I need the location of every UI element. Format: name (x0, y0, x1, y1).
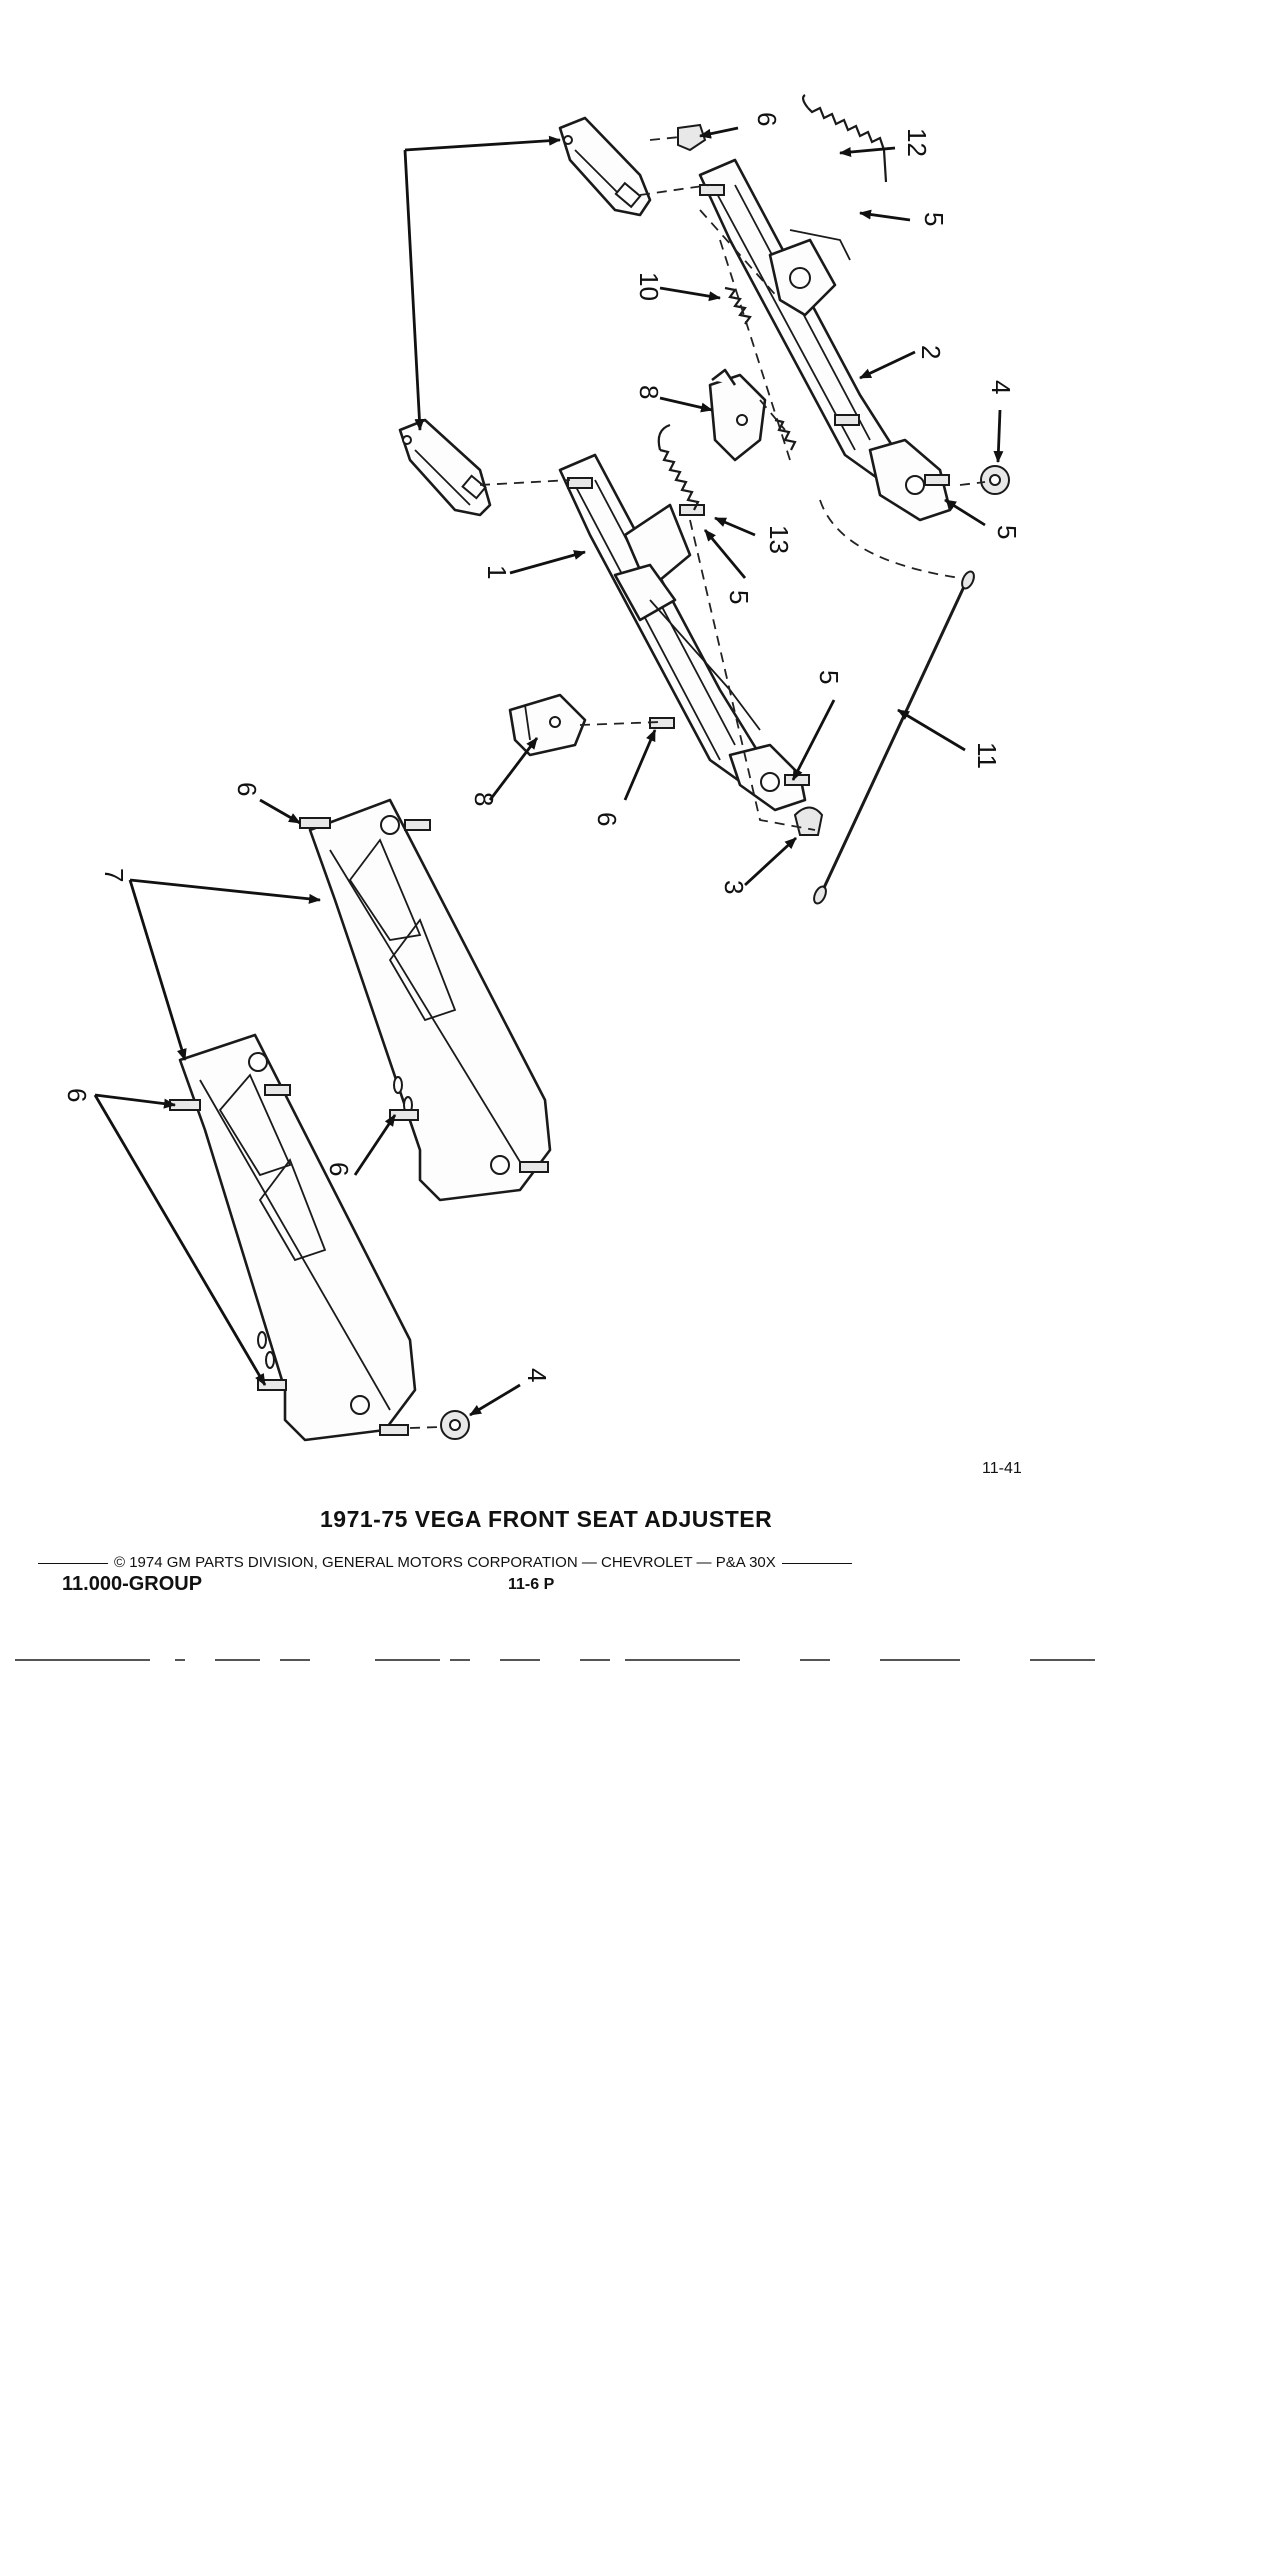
right-rule (781, 1562, 852, 1564)
latch-bracket-8-left (508, 693, 587, 757)
group-label: 11.000-GROUP (62, 1573, 203, 1595)
callout-1: 1 (482, 565, 512, 579)
exploded-parts-diagram: 6 12 5 10 2 4 8 5 13 1 5 11 5 8 6 3 6 7 … (62, 94, 1022, 1442)
outer-seat-adjuster-2 (698, 158, 952, 522)
callout-labels: 6 12 5 10 2 4 8 5 13 1 5 11 5 8 6 3 6 7 … (62, 112, 1022, 1382)
spring-13 (657, 423, 700, 511)
callout-5-mid: 5 (724, 590, 754, 604)
nut-4-lower (440, 1410, 470, 1440)
latch-bracket-8-right (708, 368, 767, 462)
leader-lines (93, 126, 1004, 1417)
scan-edge-rule (15, 1659, 1095, 1661)
callout-3: 3 (719, 880, 749, 894)
spring-right-small (774, 418, 797, 451)
callout-13: 13 (764, 525, 794, 554)
spring-10 (724, 286, 752, 325)
copyright-text: © 1974 GM PARTS DIVISION, GENERAL MOTORS… (114, 1554, 776, 1571)
figure-number: 11-41 (982, 1460, 1022, 1477)
callout-5-right: 5 (992, 525, 1022, 539)
seat-rail-lower-7 (178, 1033, 417, 1442)
knob-3 (793, 806, 824, 836)
callout-6-mid: 6 (592, 812, 622, 826)
page-reference: 11-6 P (508, 1576, 555, 1593)
callout-4-bottom: 4 (522, 1368, 552, 1382)
callout-12: 12 (902, 128, 932, 157)
callout-6-left: 6 (62, 1088, 92, 1102)
left-rule (38, 1562, 108, 1564)
callout-8-left: 8 (469, 792, 499, 806)
callout-4-top: 4 (986, 380, 1016, 394)
callout-6-rail: 6 (232, 782, 262, 796)
release-cable-11 (813, 570, 975, 905)
callout-6-rail-lower: 6 (324, 1162, 354, 1176)
lower-seat-bracket (398, 418, 492, 517)
phantom-lines (409, 136, 986, 1429)
spring-12 (801, 94, 888, 183)
seat-rail-upper-7 (308, 798, 552, 1202)
copyright-line: © 1974 GM PARTS DIVISION, GENERAL MOTORS… (32, 1554, 1012, 1571)
callout-5-lower: 5 (814, 670, 844, 684)
callout-7: 7 (99, 868, 129, 882)
callout-8-top: 8 (634, 385, 664, 399)
figure-caption: 1971-75 VEGA FRONT SEAT ADJUSTER (320, 1506, 773, 1532)
callout-10: 10 (634, 272, 664, 301)
clip-6-top (677, 123, 707, 152)
callout-2: 2 (916, 345, 946, 359)
callout-6-top: 6 (752, 112, 782, 126)
callout-11: 11 (972, 742, 1002, 769)
callout-5-top: 5 (919, 212, 949, 226)
nut-4-upper (980, 465, 1010, 495)
upper-seat-bracket (558, 116, 652, 217)
